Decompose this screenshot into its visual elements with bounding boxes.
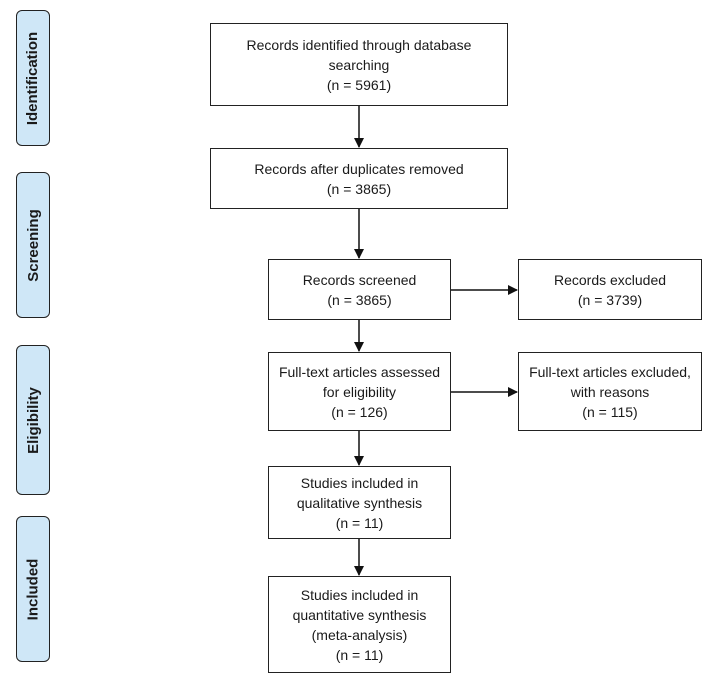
box-after-duplicates-line1: Records after duplicates removed xyxy=(254,160,464,177)
box-quantitative-synthesis-line1: Studies included in xyxy=(300,586,419,603)
box-fulltext-excluded-count: (n = 115) xyxy=(582,403,638,420)
stage-included: Included xyxy=(16,516,50,662)
box-records-screened: Records screened (n = 3865) xyxy=(268,259,451,320)
box-fulltext-excluded-line1: Full-text articles excluded, xyxy=(529,363,691,380)
box-after-duplicates: Records after duplicates removed (n = 38… xyxy=(210,148,508,209)
box-fulltext-assessed-line1: Full-text articles assessed xyxy=(278,363,441,380)
box-fulltext-assessed-line2: for eligibility xyxy=(322,383,397,400)
box-records-identified: Records identified through database sear… xyxy=(210,23,508,106)
stage-eligibility: Eligibility xyxy=(16,345,50,495)
stage-identification-label: Identification xyxy=(24,31,42,125)
box-quantitative-synthesis-line3: (meta-analysis) xyxy=(311,626,408,643)
stage-identification: Identification xyxy=(16,10,50,146)
stage-included-label: Included xyxy=(24,558,42,620)
box-fulltext-assessed: Full-text articles assessed for eligibil… xyxy=(268,352,451,431)
box-qualitative-synthesis-line2: qualitative synthesis xyxy=(296,494,423,511)
box-quantitative-synthesis-line2: quantitative synthesis xyxy=(292,606,427,623)
box-records-screened-count: (n = 3865) xyxy=(327,291,392,308)
box-records-identified-count: (n = 5961) xyxy=(326,76,392,93)
box-fulltext-assessed-count: (n = 126) xyxy=(331,403,388,420)
box-quantitative-synthesis-count: (n = 11) xyxy=(335,646,384,663)
stage-screening-label: Screening xyxy=(24,208,42,282)
box-records-excluded-line1: Records excluded xyxy=(553,271,667,288)
box-fulltext-excluded: Full-text articles excluded, with reason… xyxy=(518,352,702,431)
box-records-identified-line1: Records identified through database xyxy=(246,36,472,53)
box-fulltext-excluded-line2: with reasons xyxy=(570,383,650,400)
box-qualitative-synthesis: Studies included in qualitative synthesi… xyxy=(268,466,451,539)
box-records-screened-line1: Records screened xyxy=(302,271,417,288)
box-after-duplicates-count: (n = 3865) xyxy=(326,180,392,197)
box-qualitative-synthesis-line1: Studies included in xyxy=(300,474,419,491)
box-records-excluded-count: (n = 3739) xyxy=(577,291,643,308)
box-records-identified-line2: searching xyxy=(328,56,390,73)
box-records-excluded: Records excluded (n = 3739) xyxy=(518,259,702,320)
stage-screening: Screening xyxy=(16,172,50,318)
box-qualitative-synthesis-count: (n = 11) xyxy=(335,514,384,531)
stage-eligibility-label: Eligibility xyxy=(24,386,42,454)
box-quantitative-synthesis: Studies included in quantitative synthes… xyxy=(268,576,451,673)
